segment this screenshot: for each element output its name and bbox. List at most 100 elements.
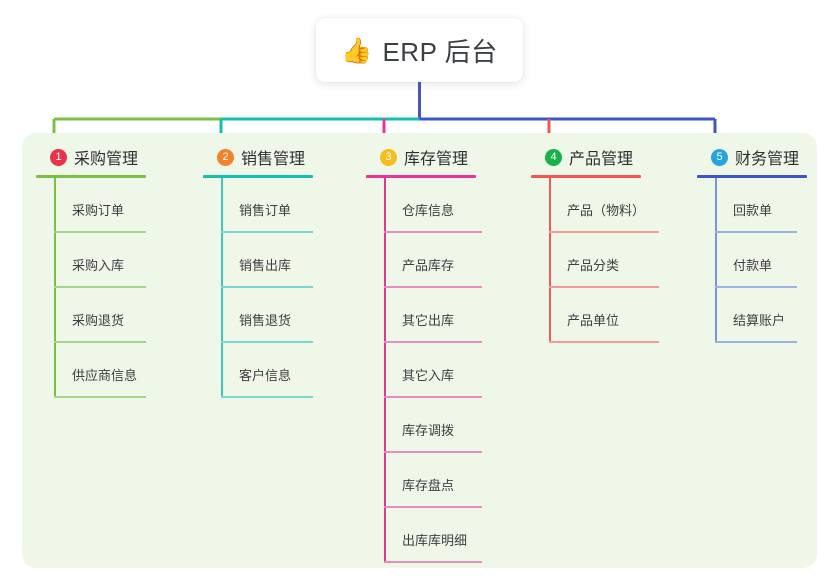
module-title: 产品管理 [569,151,634,168]
module-header-rule [697,175,807,178]
module-item-rule [221,396,313,398]
module-item[interactable]: 采购退货 [54,288,146,343]
root-title: ERP 后台 [382,36,498,67]
module-item[interactable]: 产品单位 [549,288,659,343]
module-item[interactable]: 产品分类 [549,233,659,288]
module-item[interactable]: 销售出库 [221,233,313,288]
module-item-label: 库存调拨 [402,423,455,438]
module-header-2[interactable]: 2 销售管理 [203,145,313,169]
module-item[interactable]: 出库库明细 [384,508,482,563]
module-item-rule [549,286,659,288]
module-item-label: 客户信息 [239,368,292,383]
module-item-rule [384,231,482,233]
module-header-4[interactable]: 4 产品管理 [531,145,641,169]
root-node[interactable]: 👍 ERP 后台 [316,18,523,82]
module-column-2: 2 销售管理销售订单销售出库销售退货客户信息 [203,145,313,398]
module-item-rule [384,561,482,563]
module-item-label: 出库库明细 [402,533,468,548]
module-item-rule [715,286,797,288]
module-item-rule [221,286,313,288]
module-item-label: 结算账户 [733,313,786,328]
module-item-rule [221,341,313,343]
module-item[interactable]: 产品（物料） [549,178,659,233]
module-item-label: 供应商信息 [72,368,138,383]
module-header-3[interactable]: 3 库存管理 [366,145,476,169]
module-number-badge: 2 [217,148,234,166]
modules-panel [22,133,817,568]
module-item-label: 其它入库 [402,368,455,383]
module-item-rule [54,286,146,288]
module-item-label: 回款单 [733,203,773,218]
module-item-label: 产品分类 [567,258,620,273]
module-item-label: 采购退货 [72,313,125,328]
module-spine [384,178,386,563]
module-item-rule [384,506,482,508]
module-item[interactable]: 销售退货 [221,288,313,343]
module-item[interactable]: 回款单 [715,178,807,233]
module-item-rule [715,341,797,343]
module-number-badge: 1 [50,148,67,166]
module-spine [221,178,223,398]
module-item-label: 采购入库 [72,258,125,273]
module-header-rule [531,175,641,178]
module-item-rule [221,231,313,233]
module-header-rule [203,175,313,178]
module-item-rule [54,396,146,398]
module-spine [549,178,551,343]
module-item[interactable]: 采购订单 [54,178,146,233]
module-item-label: 其它出库 [402,313,455,328]
module-item-rule [384,396,482,398]
module-item[interactable]: 其它出库 [384,288,482,343]
module-item[interactable]: 库存盘点 [384,453,482,508]
module-item-rule [384,286,482,288]
module-item[interactable]: 付款单 [715,233,807,288]
module-item-list: 采购订单采购入库采购退货供应商信息 [36,178,146,398]
module-item-label: 销售出库 [239,258,292,273]
module-item-label: 产品库存 [402,258,455,273]
module-column-4: 4 产品管理产品（物料） 产品分类产品单位 [531,145,659,343]
module-item-rule [54,341,146,343]
module-spine [54,178,56,398]
module-item[interactable]: 供应商信息 [54,343,146,398]
module-item[interactable]: 其它入库 [384,343,482,398]
module-item-rule [549,231,659,233]
module-item-rule [384,341,482,343]
module-item[interactable]: 采购入库 [54,233,146,288]
module-item[interactable]: 仓库信息 [384,178,482,233]
module-column-5: 5 财务管理回款单付款单结算账户 [697,145,807,343]
module-item[interactable]: 客户信息 [221,343,313,398]
module-item-list: 回款单付款单结算账户 [697,178,807,343]
module-header-5[interactable]: 5 财务管理 [697,145,807,169]
module-item-rule [715,231,797,233]
module-item-label: 库存盘点 [402,478,455,493]
module-title: 财务管理 [735,151,800,168]
module-item-rule [54,231,146,233]
module-item-rule [549,341,659,343]
module-item-rule [384,451,482,453]
module-item-label: 产品单位 [567,313,620,328]
module-item-label: 付款单 [733,258,773,273]
module-item-label: 仓库信息 [402,203,455,218]
module-number-badge: 5 [711,148,728,166]
module-item[interactable]: 销售订单 [221,178,313,233]
module-item[interactable]: 结算账户 [715,288,807,343]
module-title: 库存管理 [404,151,469,168]
module-item-list: 产品（物料） 产品分类产品单位 [531,178,659,343]
thumbs-up-icon: 👍 [341,35,373,65]
module-item-label: 采购订单 [72,203,125,218]
module-number-badge: 4 [545,148,562,166]
module-title: 销售管理 [241,151,306,168]
module-header-rule [366,175,476,178]
module-item[interactable]: 库存调拨 [384,398,482,453]
module-column-3: 3 库存管理仓库信息产品库存其它出库其它入库库存调拨库存盘点出库库明细 [366,145,482,563]
module-item[interactable]: 产品库存 [384,233,482,288]
module-item-label: 销售订单 [239,203,292,218]
module-item-list: 仓库信息产品库存其它出库其它入库库存调拨库存盘点出库库明细 [366,178,482,563]
module-item-label: 产品（物料） [567,203,646,218]
module-number-badge: 3 [380,148,397,166]
module-spine [715,178,717,343]
module-header-rule [36,175,146,178]
